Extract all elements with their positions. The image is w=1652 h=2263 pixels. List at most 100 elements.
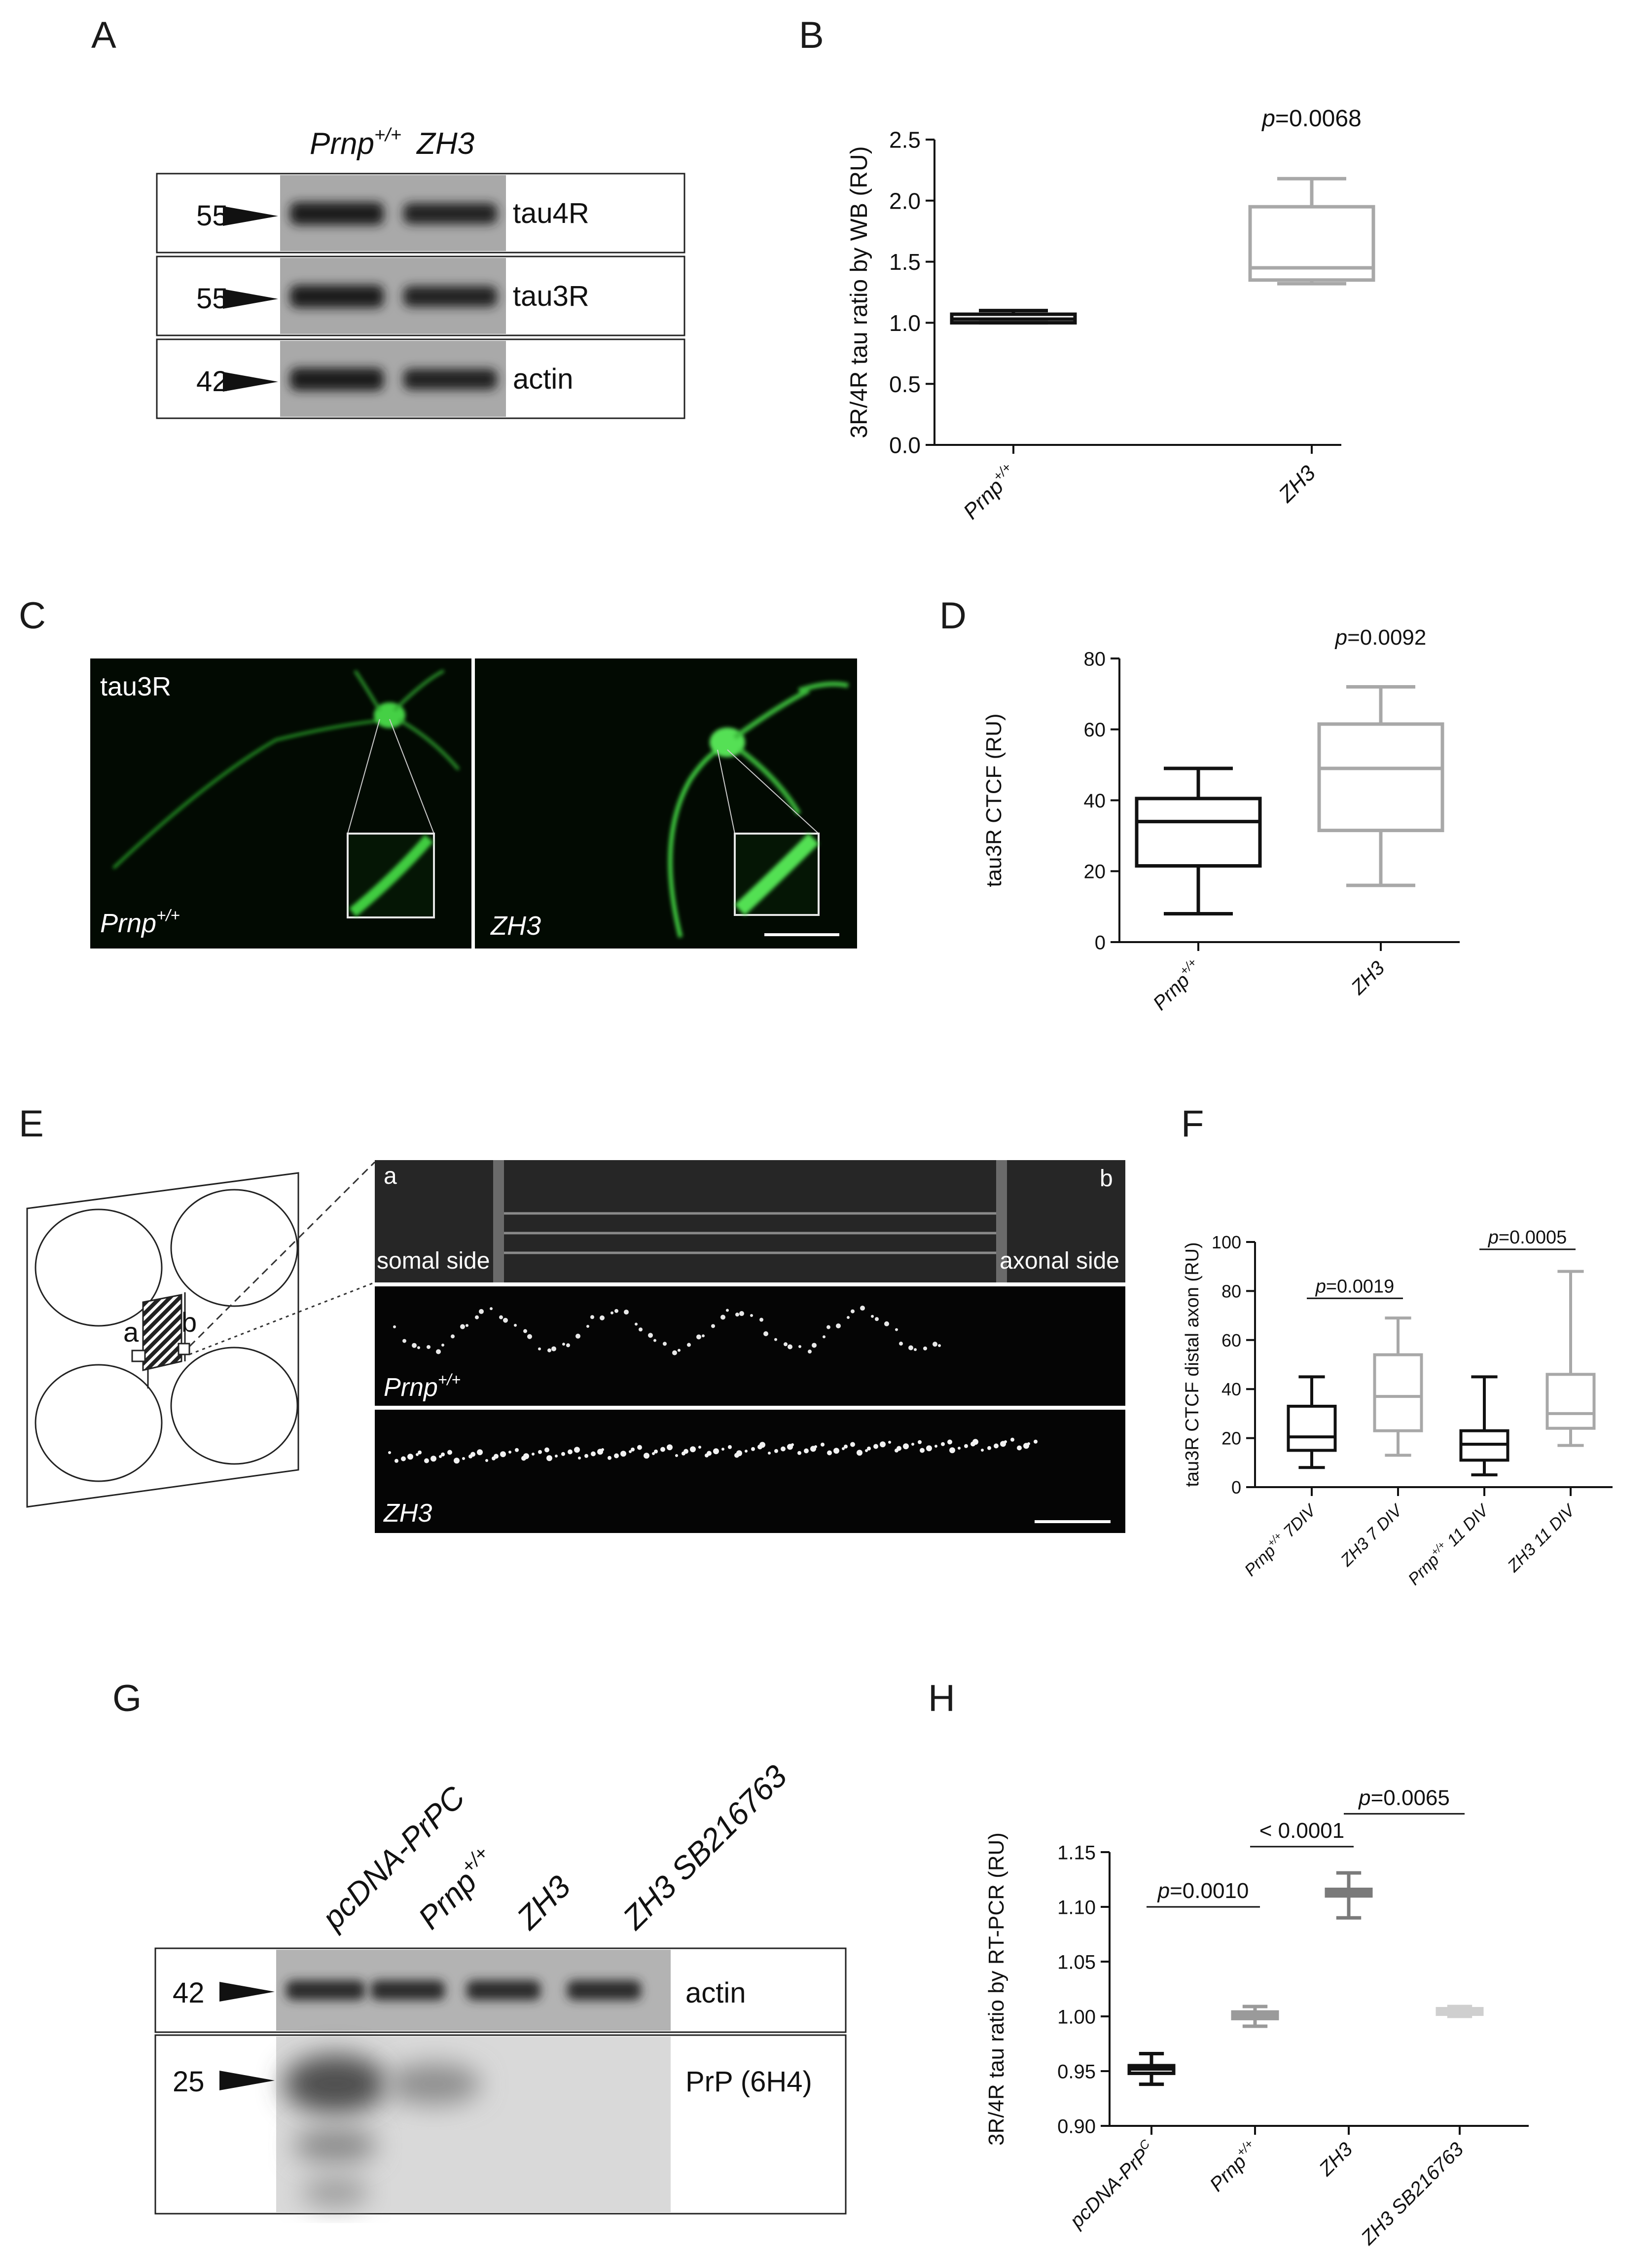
chart-F-category-3-main: ZH3 11 DIV	[1504, 1500, 1580, 1576]
micro-E-bottom-punctum	[903, 1443, 909, 1450]
micro-E-mid-punctum	[663, 1342, 667, 1346]
panel-label-E: E	[19, 1103, 44, 1145]
chart-F-category-1-main: ZH3 7 DIV	[1337, 1500, 1407, 1570]
micro-E-mid-punctum	[735, 1313, 739, 1317]
micro-E-bottom-punctum	[388, 1451, 391, 1454]
micro-E-mid-punctum	[899, 1342, 903, 1346]
blot-G-marker-0: 42	[173, 1977, 205, 2009]
micro-E-mid-punctum	[812, 1343, 817, 1348]
micro-E-bottom-punctum	[407, 1454, 413, 1460]
micro-E-bottom-punctum	[690, 1446, 696, 1453]
micro-E-bottom-punctum	[561, 1452, 565, 1456]
blot-A-band-1-1	[403, 286, 497, 307]
micro-E-mid-punctum	[696, 1334, 701, 1340]
blot-A-lane-1-main: ZH3	[416, 127, 474, 161]
micro-E-bottom-punctum	[675, 1454, 678, 1457]
chart-B-ytick-label: 2.5	[889, 127, 921, 153]
box-iqr	[1287, 1404, 1337, 1452]
device-well-1	[170, 1189, 298, 1307]
micro-E-bottom-punctum	[523, 1453, 529, 1460]
chart-F-ytick-label: 20	[1221, 1428, 1241, 1449]
micro-C-left-axon	[112, 719, 385, 869]
blot-G-actin-band-3	[567, 1980, 641, 2000]
micro-E-bottom-punctum	[508, 1451, 511, 1454]
micro-E-mid-punctum	[475, 1315, 479, 1319]
blot-G-actin-band-1	[371, 1980, 445, 2000]
micro-E-bottom-punctum	[918, 1440, 922, 1444]
micro-E-bottom-punctum	[431, 1456, 436, 1462]
blot-A-marker-0: 55	[196, 200, 228, 232]
chart-H-pvalue-2: p=0.0065	[1358, 1786, 1450, 1810]
chart-F-ytick-label: 60	[1221, 1330, 1241, 1350]
micro-E-mid-punctum	[527, 1334, 532, 1339]
micro-E-bottom-punctum	[544, 1447, 549, 1453]
pvalue-p: p	[1261, 106, 1275, 132]
blot-A-label-2: actin	[513, 363, 574, 395]
micro-C-right-zoom-line1	[717, 749, 735, 834]
micro-E-bottom-punctum	[873, 1444, 878, 1449]
panel-label-F: F	[1181, 1103, 1204, 1145]
micro-E-mid-punctum	[551, 1346, 556, 1351]
micro-E-bottom-punctum	[981, 1449, 984, 1452]
micro-E-bottom-punctum	[880, 1441, 886, 1448]
micro-E-mid-punctum	[639, 1327, 643, 1332]
micro-E-bottom-punctum	[1034, 1439, 1038, 1444]
chart-F-category-0-tail: 7DIV	[1277, 1500, 1321, 1544]
blot-G-prp-band-0	[284, 2054, 387, 2114]
micro-C-right-zoom-line2	[727, 749, 819, 834]
micro-E-bottom-punctum	[745, 1450, 748, 1453]
chart-H-pvalue-0: p=0.0010	[1157, 1879, 1249, 1903]
micro-E-mid-punctum	[653, 1339, 656, 1342]
micro-C-left-zoom-line1	[347, 719, 380, 834]
micro-E-bottom-punctum	[987, 1446, 991, 1450]
micro-E-mid-punctum	[784, 1342, 788, 1347]
chart-B-ylabel: 3R/4R tau ratio by WB (RU)	[846, 146, 872, 438]
blot-G-lane-3: ZH3 SB216763	[615, 1758, 794, 1936]
micro-E-mid-punctum	[860, 1306, 865, 1311]
micro-E-bottom-punctum	[774, 1449, 778, 1453]
pvalue-rest: =0.0019	[1326, 1276, 1394, 1297]
blot-G-lane-2-main: ZH3	[509, 1868, 577, 1936]
micro-E-mid-punctum	[763, 1331, 768, 1337]
chart-F-pvalue-1: p=0.0005	[1488, 1227, 1567, 1248]
micro-E-mid-punctum	[427, 1345, 431, 1349]
chart-F-category-3: ZH3 11 DIV	[1504, 1500, 1580, 1576]
box-iqr	[1248, 205, 1375, 282]
micro-E-bottom-label-main: ZH3	[383, 1499, 432, 1528]
pvalue-rest: =0.0068	[1275, 106, 1362, 132]
blot-A-arrow-0	[223, 206, 278, 226]
micro-E-bottom-punctum	[631, 1447, 635, 1452]
micro-E-bottom	[375, 1410, 1125, 1533]
blot-G-label-0: actin	[685, 1977, 746, 2009]
chart-D-category-0: Prnp+/+	[1148, 955, 1206, 1014]
blot-A-marker-1: 55	[196, 283, 228, 315]
pvalue-rest: =0.0005	[1499, 1227, 1567, 1248]
micro-E-bottom-punctum	[1010, 1437, 1014, 1442]
panel-label-C: C	[19, 595, 46, 637]
micro-E-bottom-punctum	[454, 1458, 460, 1464]
micro-C-right-label: ZH3	[490, 911, 541, 941]
micro-E-mid-punctum	[726, 1309, 729, 1312]
micro-E-bottom-punctum	[751, 1447, 755, 1451]
micro-E-bottom-punctum	[608, 1456, 611, 1460]
chart-D-ytick-label: 20	[1084, 861, 1106, 883]
micro-C-left-dendrites	[354, 669, 460, 770]
chart-B-ytick-label: 1.5	[889, 249, 921, 275]
micro-E-bottom-punctum	[447, 1450, 452, 1455]
chart-D-box-0	[1135, 766, 1262, 915]
chart-H-category-2-main: ZH3	[1315, 2138, 1357, 2180]
micro-E-mid-punctum	[687, 1343, 691, 1347]
blot-A-band-0-0	[290, 202, 384, 225]
micro-E-mid-punctum	[826, 1325, 830, 1329]
micro-E-bottom-punctum	[683, 1449, 688, 1454]
micro-E-mid-punctum	[538, 1347, 541, 1350]
micro-C-right-dendrites	[733, 681, 849, 815]
micro-E-mid-label-sup: +/+	[438, 1371, 461, 1388]
micro-E-bottom-punctum	[644, 1453, 649, 1459]
chart-D-ylabel: tau3R CTCF (RU)	[982, 713, 1006, 887]
micro-E-mid-punctum	[490, 1307, 493, 1311]
micro-E-mid-punctum	[451, 1334, 455, 1339]
micro-E-bottom-punctum	[821, 1442, 825, 1447]
micro-E-mid-punctum	[847, 1316, 850, 1319]
